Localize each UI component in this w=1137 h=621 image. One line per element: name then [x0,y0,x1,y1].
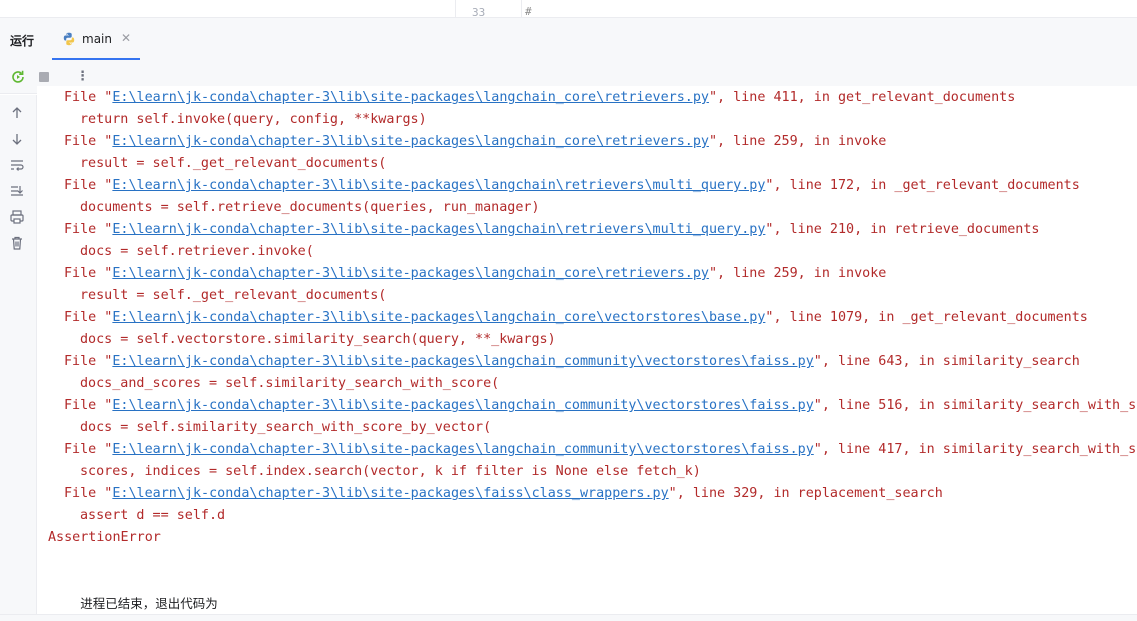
exit-status-line: 进程已结束，退出代码为 1 [48,571,218,611]
traceback-code-line: docs_and_scores = self.similarity_search… [80,376,500,391]
file-path-link[interactable]: E:\learn\jk-conda\chapter-3\lib\site-pac… [112,354,814,369]
tab-label: main [82,32,112,46]
editor-strip: 33 # [0,0,1137,19]
scroll-up-icon[interactable] [9,105,25,121]
traceback-file-line: File "E:\learn\jk-conda\chapter-3\lib\si… [64,483,943,505]
file-path-link[interactable]: E:\learn\jk-conda\chapter-3\lib\site-pac… [112,486,669,501]
scroll-to-end-icon[interactable] [9,183,25,199]
soft-wrap-icon[interactable] [9,157,25,173]
active-tab-indicator [52,58,140,60]
traceback-code-line: result = self._get_relevant_documents( [80,288,387,303]
editor-code-fragment: # [525,5,532,18]
file-prefix: File " [64,266,113,281]
file-path-link[interactable]: E:\learn\jk-conda\chapter-3\lib\site-pac… [112,266,709,281]
traceback-file-line: File "E:\learn\jk-conda\chapter-3\lib\si… [64,175,1080,197]
line-location: ", line 172, in _get_relevant_documents [765,178,1080,193]
tool-window-title: 运行 [10,34,35,48]
traceback-file-line: File "E:\learn\jk-conda\chapter-3\lib\si… [64,87,1015,109]
line-location: ", line 411, in get_relevant_documents [708,90,1016,105]
close-icon[interactable]: ✕ [121,31,132,45]
line-location: ", line 516, in similarity_search_with_s… [813,398,1137,413]
file-path-link[interactable]: E:\learn\jk-conda\chapter-3\lib\site-pac… [112,398,814,413]
scroll-down-icon[interactable] [9,131,25,147]
line-location: ", line 259, in invoke [708,266,887,281]
traceback-file-line: File "E:\learn\jk-conda\chapter-3\lib\si… [64,131,886,153]
bottom-strip [0,614,1137,621]
traceback-file-line: File "E:\learn\jk-conda\chapter-3\lib\si… [64,351,1080,373]
rerun-icon[interactable] [10,69,26,85]
traceback-code-line: docs = self.vectorstore.similarity_searc… [80,332,556,347]
file-prefix: File " [64,90,113,105]
file-path-link[interactable]: E:\learn\jk-conda\chapter-3\lib\site-pac… [112,178,766,193]
traceback-file-line: File "E:\learn\jk-conda\chapter-3\lib\si… [64,395,1137,417]
python-icon [63,32,75,46]
run-tool-window-header: 运行 main ✕ [0,18,1137,60]
traceback-file-line: File "E:\learn\jk-conda\chapter-3\lib\si… [64,307,1088,329]
gutter-separator [521,0,522,18]
traceback-code-line: result = self._get_relevant_documents( [80,156,387,171]
file-prefix: File " [64,134,113,149]
traceback-code-line: docs = self.similarity_search_with_score… [80,420,492,435]
more-options-icon[interactable]: ⋮ [76,69,89,84]
error-type-line: AssertionError [48,530,161,545]
traceback-code-line: return self.invoke(query, config, **kwar… [80,112,427,127]
file-path-link[interactable]: E:\learn\jk-conda\chapter-3\lib\site-pac… [112,310,766,325]
traceback-code-line: assert d == self.d [80,508,226,523]
file-prefix: File " [64,178,113,193]
traceback-file-line: File "E:\learn\jk-conda\chapter-3\lib\si… [64,263,886,285]
file-prefix: File " [64,442,113,457]
line-location: ", line 329, in replacement_search [668,486,943,501]
clear-all-icon[interactable] [9,235,25,251]
traceback-code-line: docs = self.retriever.invoke( [80,244,314,259]
file-path-link[interactable]: E:\learn\jk-conda\chapter-3\lib\site-pac… [112,222,766,237]
file-prefix: File " [64,354,113,369]
line-location: ", line 1079, in _get_relevant_documents [765,310,1088,325]
console-side-rail [0,95,37,615]
file-prefix: File " [64,222,113,237]
file-prefix: File " [64,398,113,413]
traceback-code-line: scores, indices = self.index.search(vect… [80,464,701,479]
traceback-file-line: File "E:\learn\jk-conda\chapter-3\lib\si… [64,219,1040,241]
line-location: ", line 643, in similarity_search [813,354,1080,369]
file-path-link[interactable]: E:\learn\jk-conda\chapter-3\lib\site-pac… [112,134,709,149]
line-location: ", line 210, in retrieve_documents [765,222,1040,237]
console-output[interactable]: File "E:\learn\jk-conda\chapter-3\lib\si… [37,86,1137,615]
line-location: ", line 417, in similarity_search_with_s… [813,442,1137,457]
stop-icon[interactable] [36,69,52,85]
traceback-code-line: documents = self.retrieve_documents(quer… [80,200,540,215]
stop-square [39,72,49,82]
line-location: ", line 259, in invoke [708,134,887,149]
editor-line-number: 33 [472,6,486,19]
print-icon[interactable] [9,209,25,225]
tab-main[interactable]: main ✕ [52,18,140,60]
file-path-link[interactable]: E:\learn\jk-conda\chapter-3\lib\site-pac… [112,90,709,105]
file-path-link[interactable]: E:\learn\jk-conda\chapter-3\lib\site-pac… [112,442,814,457]
gutter-separator [455,0,456,18]
exit-message: 进程已结束，退出代码为 [80,596,218,611]
file-prefix: File " [64,310,113,325]
traceback-file-line: File "E:\learn\jk-conda\chapter-3\lib\si… [64,439,1137,461]
file-prefix: File " [64,486,113,501]
